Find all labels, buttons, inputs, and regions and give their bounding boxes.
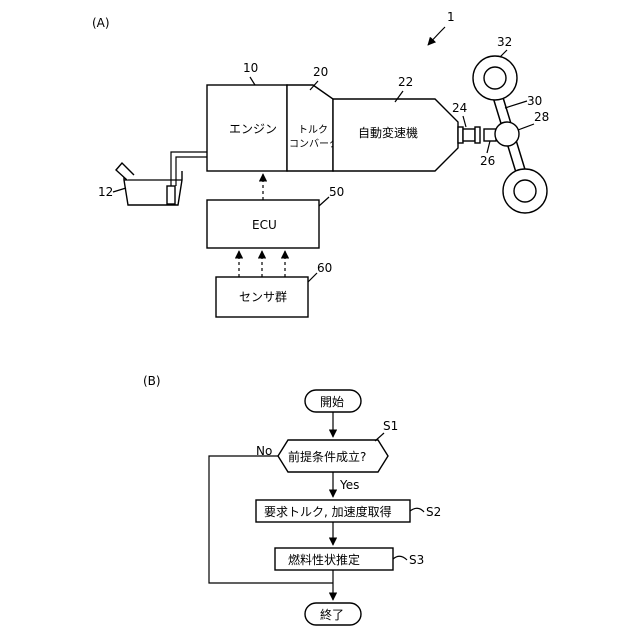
process-s3-label: 燃料性状推定 bbox=[288, 552, 360, 567]
process-s2-ref: S2 bbox=[426, 505, 441, 519]
differential-ref: 28 bbox=[534, 110, 549, 124]
transmission-label: 自動変速機 bbox=[358, 125, 418, 140]
propeller-shaft bbox=[484, 129, 496, 141]
torque-converter-label-2: コンバータ bbox=[289, 138, 339, 150]
wheel-ref: 32 bbox=[497, 35, 512, 49]
decision-s1-ref: S1 bbox=[383, 419, 398, 433]
torque-converter-label-1: トルク bbox=[298, 124, 328, 136]
decision-s1-ref-leader bbox=[375, 433, 384, 441]
transmission-ref: 22 bbox=[398, 75, 413, 89]
axle-ref-leader bbox=[505, 101, 527, 108]
decision-s1-label: 前提条件成立? bbox=[288, 449, 366, 464]
system-ref-arrow bbox=[428, 27, 445, 45]
coupling-flange-left bbox=[458, 127, 463, 143]
sensors-ref-leader bbox=[308, 273, 317, 282]
panel-a-label: (A) bbox=[92, 16, 110, 30]
end-label: 終了 bbox=[320, 607, 344, 622]
fuel-pump bbox=[167, 186, 175, 204]
process-s2-ref-leader bbox=[410, 508, 424, 512]
torque-converter-ref: 20 bbox=[313, 65, 328, 79]
process-s3-ref-leader bbox=[393, 556, 407, 560]
system-ref: 1 bbox=[447, 10, 455, 24]
wheel-ref-leader bbox=[500, 50, 507, 57]
axle-ref: 30 bbox=[527, 94, 542, 108]
engine-ref-leader bbox=[250, 77, 255, 85]
ecu-ref: 50 bbox=[329, 185, 344, 199]
fuel-tank-ref-leader bbox=[113, 188, 126, 192]
coupling-ref: 24 bbox=[452, 101, 467, 115]
sensors-ref: 60 bbox=[317, 261, 332, 275]
coupling-flange-right bbox=[475, 127, 480, 143]
start-label: 開始 bbox=[320, 395, 344, 409]
ecu-label: ECU bbox=[252, 218, 277, 232]
wheel-top-hub bbox=[484, 67, 506, 89]
differential-ref-leader bbox=[518, 124, 534, 130]
decision-yes-label: Yes bbox=[339, 478, 359, 492]
sensors-label: センサ群 bbox=[239, 290, 287, 304]
panel-b-label: (B) bbox=[143, 374, 161, 388]
shaft-ref-leader bbox=[487, 141, 490, 153]
engine-ref: 10 bbox=[243, 61, 258, 75]
process-s2-label: 要求トルク, 加速度取得 bbox=[264, 504, 392, 519]
fuel-tank-ref: 12 bbox=[98, 185, 113, 199]
differential bbox=[495, 122, 519, 146]
process-s3-ref: S3 bbox=[409, 553, 424, 567]
coupling-body bbox=[463, 129, 475, 141]
wheel-bottom-hub bbox=[514, 180, 536, 202]
shaft-ref: 26 bbox=[480, 154, 495, 168]
engine-label: エンジン bbox=[229, 122, 277, 136]
ecu-ref-leader bbox=[319, 197, 329, 206]
coupling-ref-leader bbox=[463, 116, 466, 127]
